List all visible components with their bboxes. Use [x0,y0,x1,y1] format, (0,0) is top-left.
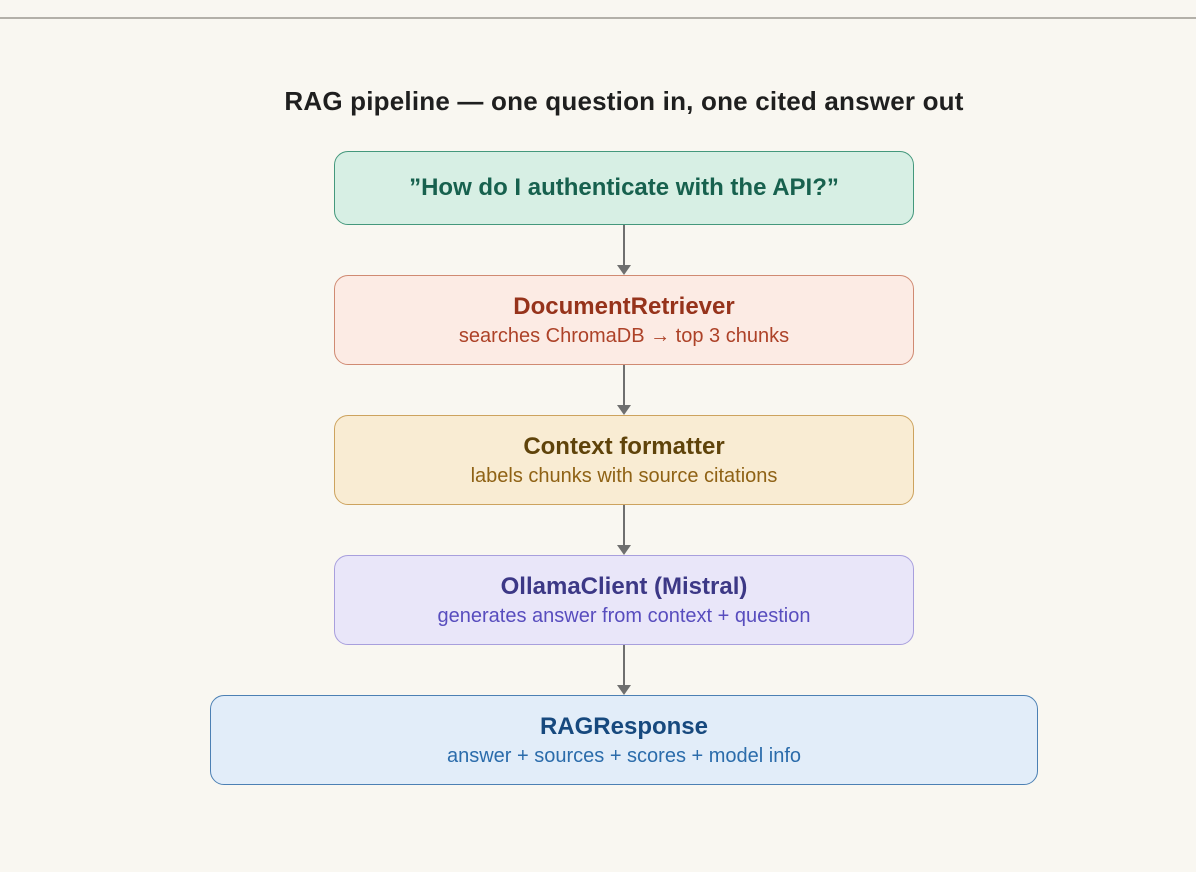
arrow-line [622,505,626,545]
flow-node-ollama-client: OllamaClient (Mistral) generates answer … [334,555,914,645]
node-subtitle: answer + sources + scores + model info [446,744,802,767]
node-title: ”How do I authenticate with the API?” [409,174,839,201]
node-title: DocumentRetriever [513,292,735,320]
arrow-head [617,545,631,555]
flow-node-document-retriever: DocumentRetriever searches ChromaDB → to… [334,275,914,365]
pipeline-flowchart: RAG pipeline — one question in, one cite… [210,85,1038,785]
flow-node-rag-response: RAGResponse answer + sources + scores + … [210,695,1038,785]
arrow-head [617,405,631,415]
arrow-head [617,685,631,695]
arrow-down-icon [617,365,631,415]
node-title: OllamaClient (Mistral) [500,572,748,600]
arrow-head [617,265,631,275]
top-divider [0,17,1196,19]
node-title: Context formatter [523,432,725,460]
arrow-down-icon [617,505,631,555]
diagram-title: RAG pipeline — one question in, one cite… [284,86,964,116]
node-subtitle: generates answer from context + question [437,604,811,627]
arrow-line [622,225,626,265]
arrow-line [622,365,626,405]
arrow-down-icon [617,225,631,275]
arrow-down-icon [617,645,631,695]
arrow-line [622,645,626,685]
node-subtitle: searches ChromaDB → top 3 chunks [458,324,790,347]
flow-node-context-formatter: Context formatter labels chunks with sou… [334,415,914,505]
node-title: RAGResponse [539,712,709,740]
node-subtitle: labels chunks with source citations [470,464,778,487]
flow-node-user-question: ”How do I authenticate with the API?” [334,151,914,225]
